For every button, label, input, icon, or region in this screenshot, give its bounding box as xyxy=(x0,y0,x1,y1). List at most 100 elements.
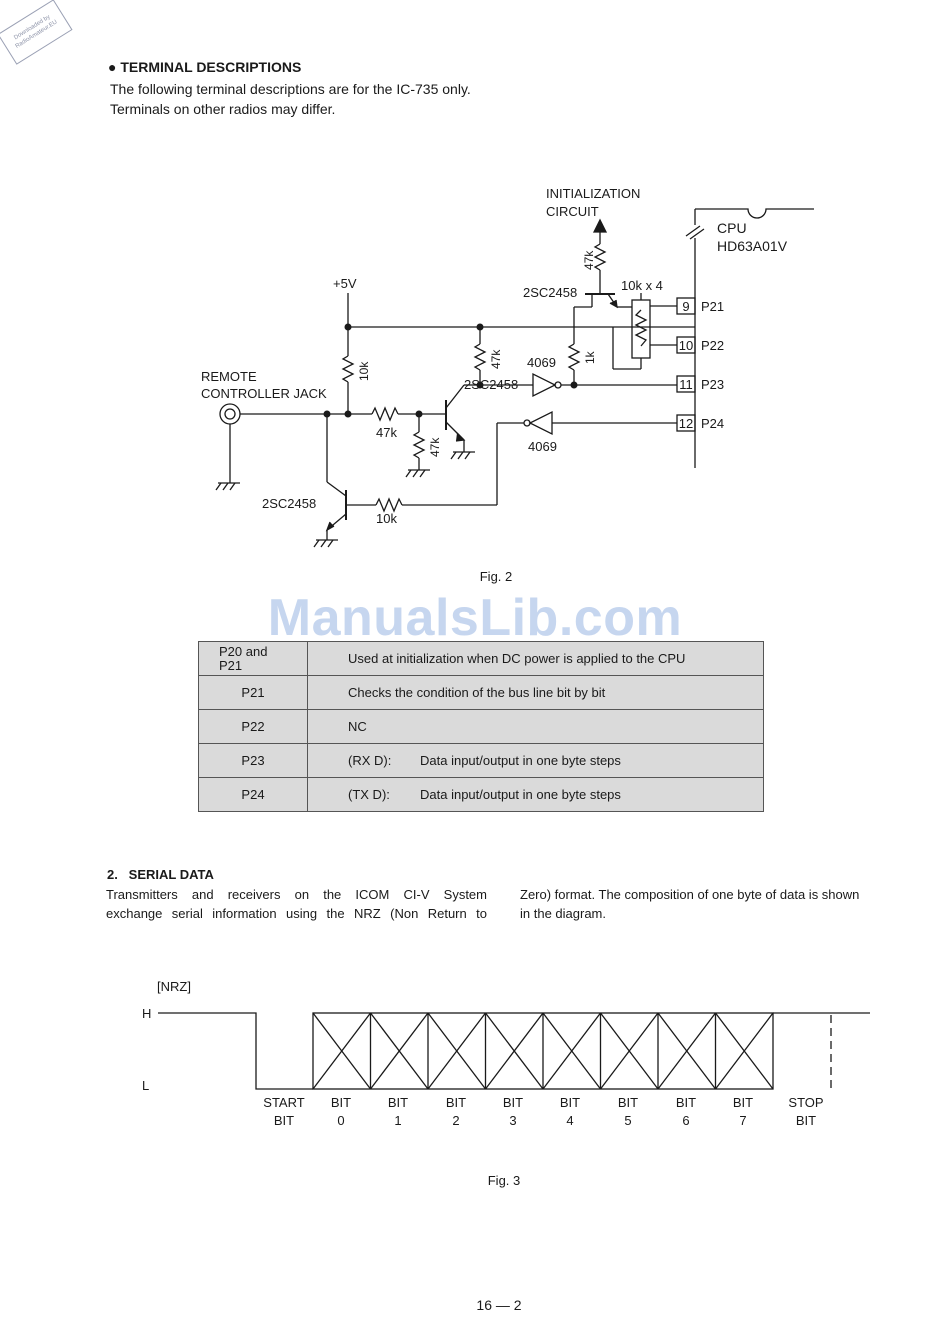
description-text: Checks the condition of the bus line bit… xyxy=(348,685,606,700)
label-resistor-47k-ground: 47k xyxy=(428,437,442,457)
bit-label-top: STOP xyxy=(788,1095,823,1110)
label-resistor-47k-series: 47k xyxy=(376,425,397,440)
table-cell-description: Checks the condition of the bus line bit… xyxy=(307,675,764,710)
description-text: Data input/output in one byte steps xyxy=(420,753,621,768)
bit-cell xyxy=(599,1012,659,1090)
table-cell-description: (TX D): Data input/output in one byte ste… xyxy=(307,777,764,812)
description-text: Data input/output in one byte steps xyxy=(420,787,621,802)
bit-cell xyxy=(312,1012,372,1090)
bit-label-bottom: BIT xyxy=(796,1113,816,1128)
label-resistor-network: 10k x 4 xyxy=(621,278,663,293)
label-resistor-47k-collector: 47k xyxy=(489,349,503,369)
label-resistor-1k: 1k xyxy=(583,350,597,364)
fig3-caption: Fig. 3 xyxy=(488,1173,521,1188)
bit-label-top: BIT xyxy=(733,1095,753,1110)
serial-data-col2: Zero) format. The composition of one byt… xyxy=(520,885,910,923)
label-init-line1: INITIALIZATION xyxy=(546,186,640,201)
bit-label-bottom: 2 xyxy=(452,1113,459,1128)
table-row: P24 (TX D):Data input/output in one byte… xyxy=(198,777,764,812)
fig2-caption: Fig. 2 xyxy=(480,569,513,584)
signal-idle-and-start xyxy=(158,1012,313,1090)
table-cell-pin: P23 xyxy=(198,743,308,778)
label-inverter-upper: 4069 xyxy=(527,355,556,370)
inverter-upper xyxy=(532,372,557,398)
inverter-lower xyxy=(528,410,553,436)
serial-data-col1: Transmitters and receivers on the ICOM C… xyxy=(106,885,487,923)
mode-text: (RX D): xyxy=(348,753,392,768)
bit-label-top: BIT xyxy=(560,1095,580,1110)
table-cell-pin: P22 xyxy=(198,709,308,744)
pin-line-2: P21 xyxy=(219,657,243,673)
jack-inner xyxy=(224,408,236,420)
pin-num-9: 9 xyxy=(682,299,689,314)
bit-label-bottom: 3 xyxy=(509,1113,516,1128)
table-row: P21 Checks the condition of the bus line… xyxy=(198,675,764,710)
pin-line-1: P20 and xyxy=(219,643,268,659)
pin-name-p21: P21 xyxy=(701,299,724,314)
bit-label-top: BIT xyxy=(388,1095,408,1110)
bit-cell xyxy=(369,1012,429,1090)
label-cpu-part: HD63A01V xyxy=(717,238,788,254)
bit-label-bottom: BIT xyxy=(274,1113,294,1128)
label-inverter-lower: 4069 xyxy=(528,439,557,454)
bit-cell xyxy=(542,1012,602,1090)
intro-line-1: The following terminal descriptions are … xyxy=(110,81,471,97)
pin-name-p23: P23 xyxy=(701,377,724,392)
bit-cells xyxy=(312,1012,774,1090)
init-arrow-icon xyxy=(592,218,608,233)
bit-label-bottom: 1 xyxy=(394,1113,401,1128)
high-level-label: H xyxy=(142,1006,151,1021)
bit-label-bottom: 4 xyxy=(566,1113,573,1128)
bit-label-top: BIT xyxy=(676,1095,696,1110)
serial-data-heading: 2. SERIAL DATA xyxy=(107,867,214,882)
bit-label-top: BIT xyxy=(618,1095,638,1110)
bullet-icon: ● xyxy=(108,59,121,75)
col1-line-2: exchange serial information using the NR… xyxy=(106,906,487,921)
pin-num-11: 11 xyxy=(679,377,693,392)
section-heading-terminal: ● TERMINAL DESCRIPTIONS xyxy=(108,59,301,75)
description-text: NC xyxy=(348,719,367,734)
bit-cell xyxy=(427,1012,487,1090)
low-level-label: L xyxy=(142,1078,149,1093)
table-row: P23 (RX D): Data input/output in one byte… xyxy=(198,743,764,778)
label-resistor-47k-init: 47k xyxy=(582,250,596,270)
col1-line-1: Transmitters and receivers on the ICOM C… xyxy=(106,887,487,902)
bit-cell xyxy=(657,1012,717,1090)
pin-num-12: 12 xyxy=(679,416,693,431)
resistor-47k-series xyxy=(371,406,399,422)
pin-name-p22: P22 xyxy=(701,338,724,353)
label-cpu: CPU xyxy=(717,220,747,236)
bit-cell xyxy=(484,1012,544,1090)
bit-label-bottom: 5 xyxy=(624,1113,631,1128)
label-vcc: +5V xyxy=(333,276,357,291)
cpu-break-mark xyxy=(685,225,705,240)
bit-label-top: BIT xyxy=(446,1095,466,1110)
terminal-intro: The following terminal descriptions are … xyxy=(110,79,471,119)
label-resistor-10k-vertical: 10k xyxy=(357,361,371,381)
nrz-label: [NRZ] xyxy=(157,979,191,994)
label-resistor-10k-series: 10k xyxy=(376,511,397,526)
table-cell-description: Used at initialization when DC power is … xyxy=(307,641,764,676)
pin-name-p24: P24 xyxy=(701,416,724,431)
nrz-timing-diagram: [NRZ] H L STARTBITBIT0BIT1BIT2BIT3BIT4BI… xyxy=(142,979,870,1188)
bit-label-top: BIT xyxy=(331,1095,351,1110)
mode-text: (TX D): xyxy=(348,787,390,802)
page-number: 16 — 2 xyxy=(476,1297,522,1313)
resistor-10k-vertical xyxy=(341,355,355,383)
label-transistor-middle: 2SC2458 xyxy=(464,377,518,392)
table-cell-description: (RX D): Data input/output in one byte ste… xyxy=(307,743,764,778)
schematic-fig2: INITIALIZATION CIRCUIT CPU HD63A01V +5V … xyxy=(201,186,814,584)
pin-num-10: 10 xyxy=(679,338,693,353)
table-cell-pin: P21 xyxy=(198,675,308,710)
table-cell-description: NC xyxy=(307,709,764,744)
label-transistor-bottom: 2SC2458 xyxy=(262,496,316,511)
label-transistor-top: 2SC2458 xyxy=(523,285,577,300)
bit-label-bottom: 7 xyxy=(739,1113,746,1128)
terminal-descriptions-title: TERMINAL DESCRIPTIONS xyxy=(120,59,302,75)
intro-line-2: Terminals on other radios may differ. xyxy=(110,101,336,117)
label-jack-line2: CONTROLLER JACK xyxy=(201,386,327,401)
watermark: ManualsLib.com xyxy=(267,589,683,647)
